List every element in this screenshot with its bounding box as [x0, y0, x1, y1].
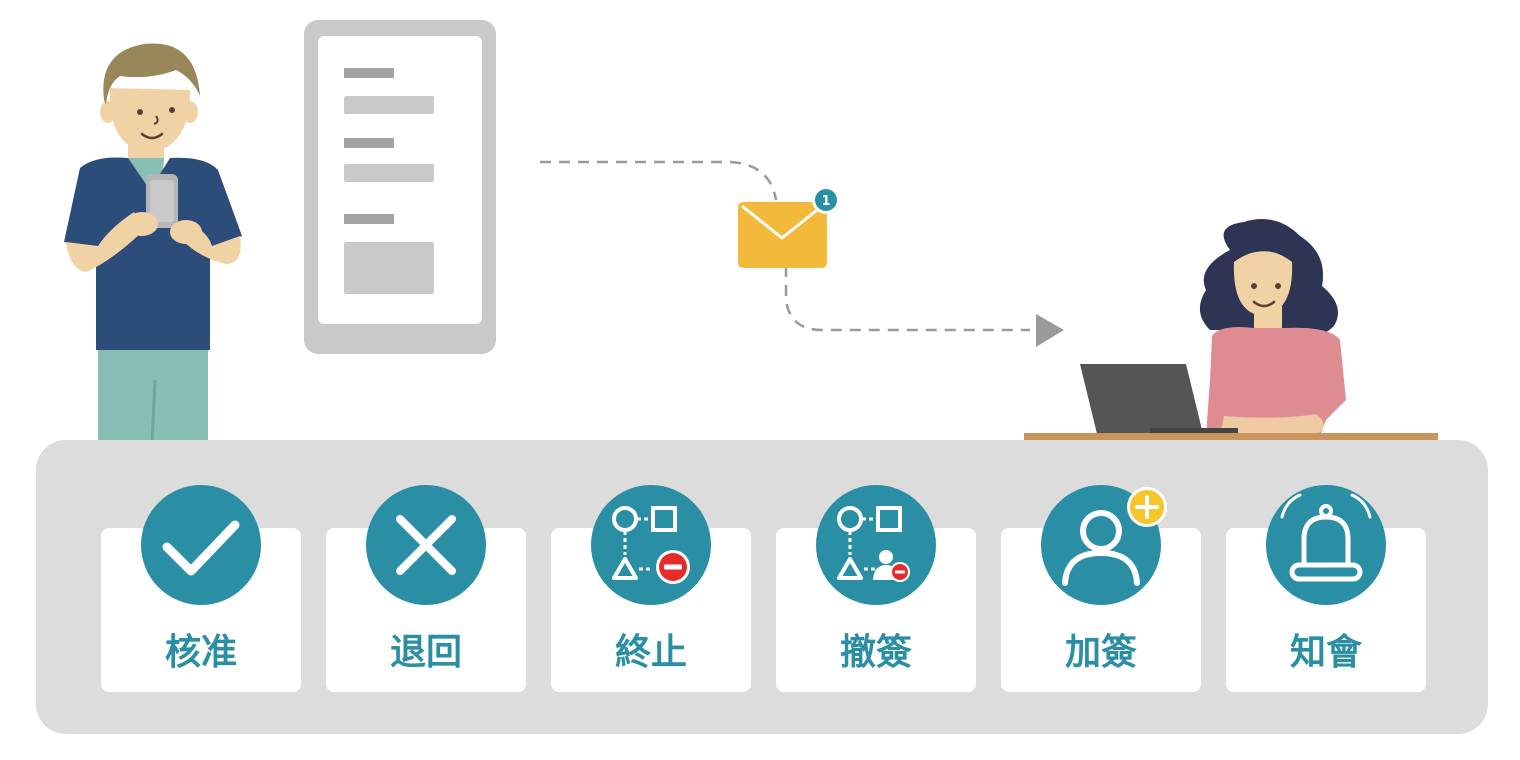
notification-flow-arrow — [540, 160, 1064, 347]
action-label: 加簽 — [1065, 632, 1137, 673]
action-icon-circle — [1266, 485, 1386, 605]
man-with-phone-illustration — [64, 43, 242, 445]
flow-terminate-icon — [612, 506, 690, 584]
action-card[interactable]: 核准 — [101, 485, 301, 692]
action-label: 核准 — [165, 632, 237, 673]
notification-badge: 1 — [812, 186, 840, 214]
action-label: 終止 — [615, 632, 687, 673]
action-card[interactable]: 加簽 — [1001, 485, 1201, 692]
bell-icon — [1280, 493, 1372, 582]
action-card[interactable]: 退回 — [326, 485, 526, 692]
action-icon-circle — [141, 485, 261, 605]
form-document-illustration — [304, 20, 496, 354]
add-user-icon — [1062, 487, 1167, 586]
action-card[interactable]: 知會 — [1226, 485, 1426, 692]
action-icon-circle — [816, 485, 936, 605]
actions-row: 核准 退回 終止 撤簽 加簽 知會 — [101, 485, 1426, 692]
woman-at-laptop-illustration — [1024, 219, 1438, 443]
action-label: 退回 — [390, 632, 462, 673]
action-label: 撤簽 — [840, 632, 912, 673]
check-icon — [162, 520, 240, 576]
envelope-icon — [738, 202, 827, 268]
action-card[interactable]: 撤簽 — [776, 485, 976, 692]
close-icon — [396, 515, 456, 575]
action-label: 知會 — [1290, 632, 1363, 673]
action-icon-circle — [591, 485, 711, 605]
flow-withdraw-icon — [837, 506, 910, 582]
action-card[interactable]: 終止 — [551, 485, 751, 692]
notification-count: 1 — [821, 194, 830, 209]
